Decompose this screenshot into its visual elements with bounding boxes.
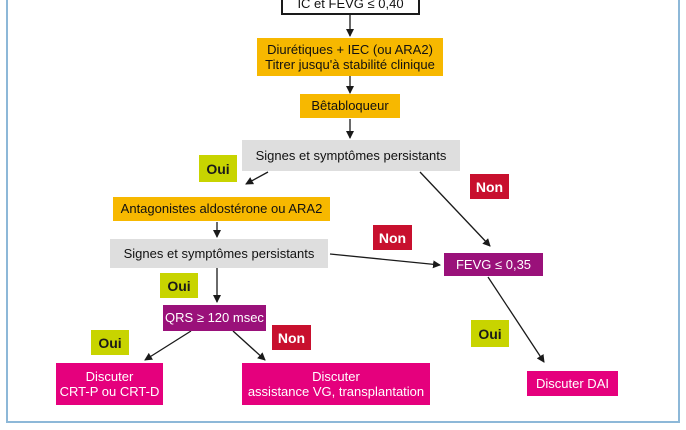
oui-badge-1: Oui: [199, 155, 237, 182]
diuretics-box: Diurétiques + IEC (ou ARA2) Titrer jusqu…: [257, 38, 443, 76]
non-label-2: Non: [378, 229, 407, 246]
signs2-label: Signes et symptômes persistants: [123, 245, 315, 261]
non-label-3: Non: [277, 329, 306, 346]
diuretics-label-line2: Titrer jusqu'à stabilité clinique: [265, 57, 435, 72]
arrow-qrs-to-crt: [144, 330, 192, 361]
arrow-signs1-to-antagonists: [245, 171, 269, 185]
fevg-box: FEVG ≤ 0,35: [444, 253, 543, 276]
non-badge-3: Non: [272, 325, 311, 350]
oui-label-1: Oui: [206, 160, 230, 177]
antagonists-box: Antagonistes aldostérone ou ARA2: [113, 197, 330, 221]
signs1-box: Signes et symptômes persistants: [242, 140, 460, 171]
arrow-signs1-to-fevg: [419, 171, 491, 247]
qrs-label: QRS ≥ 120 msec: [165, 310, 264, 325]
arrow-signs2-to-fevg: [329, 253, 441, 269]
dai-label: Discuter DAI: [536, 375, 609, 391]
non-badge-2: Non: [373, 225, 412, 250]
fevg-label: FEVG ≤ 0,35: [455, 256, 532, 272]
beta-box: Bêtabloqueur: [300, 94, 400, 118]
crt-label-line2: CRT-P ou CRT-D: [59, 384, 160, 399]
oui-badge-4: Oui: [471, 320, 509, 347]
start-label: IC et FEVG ≤ 0,40: [297, 0, 404, 11]
diuretics-label-line1: Diurétiques + IEC (ou ARA2): [267, 42, 433, 57]
assist-box: Discuter assistance VG, transplantation: [242, 363, 430, 405]
assist-label-line2: assistance VG, transplantation: [247, 384, 425, 399]
oui-badge-3: Oui: [91, 330, 129, 355]
oui-label-2: Oui: [167, 277, 191, 294]
start-box: IC et FEVG ≤ 0,40: [281, 0, 420, 15]
arrow-qrs-to-assist: [232, 330, 266, 361]
crt-box: Discuter CRT-P ou CRT-D: [56, 363, 163, 405]
signs2-box: Signes et symptômes persistants: [110, 239, 328, 268]
dai-box: Discuter DAI: [527, 371, 618, 396]
non-badge-1: Non: [470, 174, 509, 199]
oui-label-4: Oui: [478, 325, 502, 342]
non-label-1: Non: [475, 178, 504, 195]
antagonists-label: Antagonistes aldostérone ou ARA2: [120, 201, 323, 216]
assist-label-line1: Discuter: [312, 369, 360, 384]
oui-label-3: Oui: [98, 334, 122, 351]
arrow-fevg-to-dai: [487, 276, 545, 363]
oui-badge-2: Oui: [160, 273, 198, 298]
qrs-box: QRS ≥ 120 msec: [163, 305, 266, 331]
signs1-label: Signes et symptômes persistants: [255, 147, 447, 163]
beta-label: Bêtabloqueur: [311, 98, 389, 113]
crt-label-line1: Discuter: [85, 369, 134, 384]
